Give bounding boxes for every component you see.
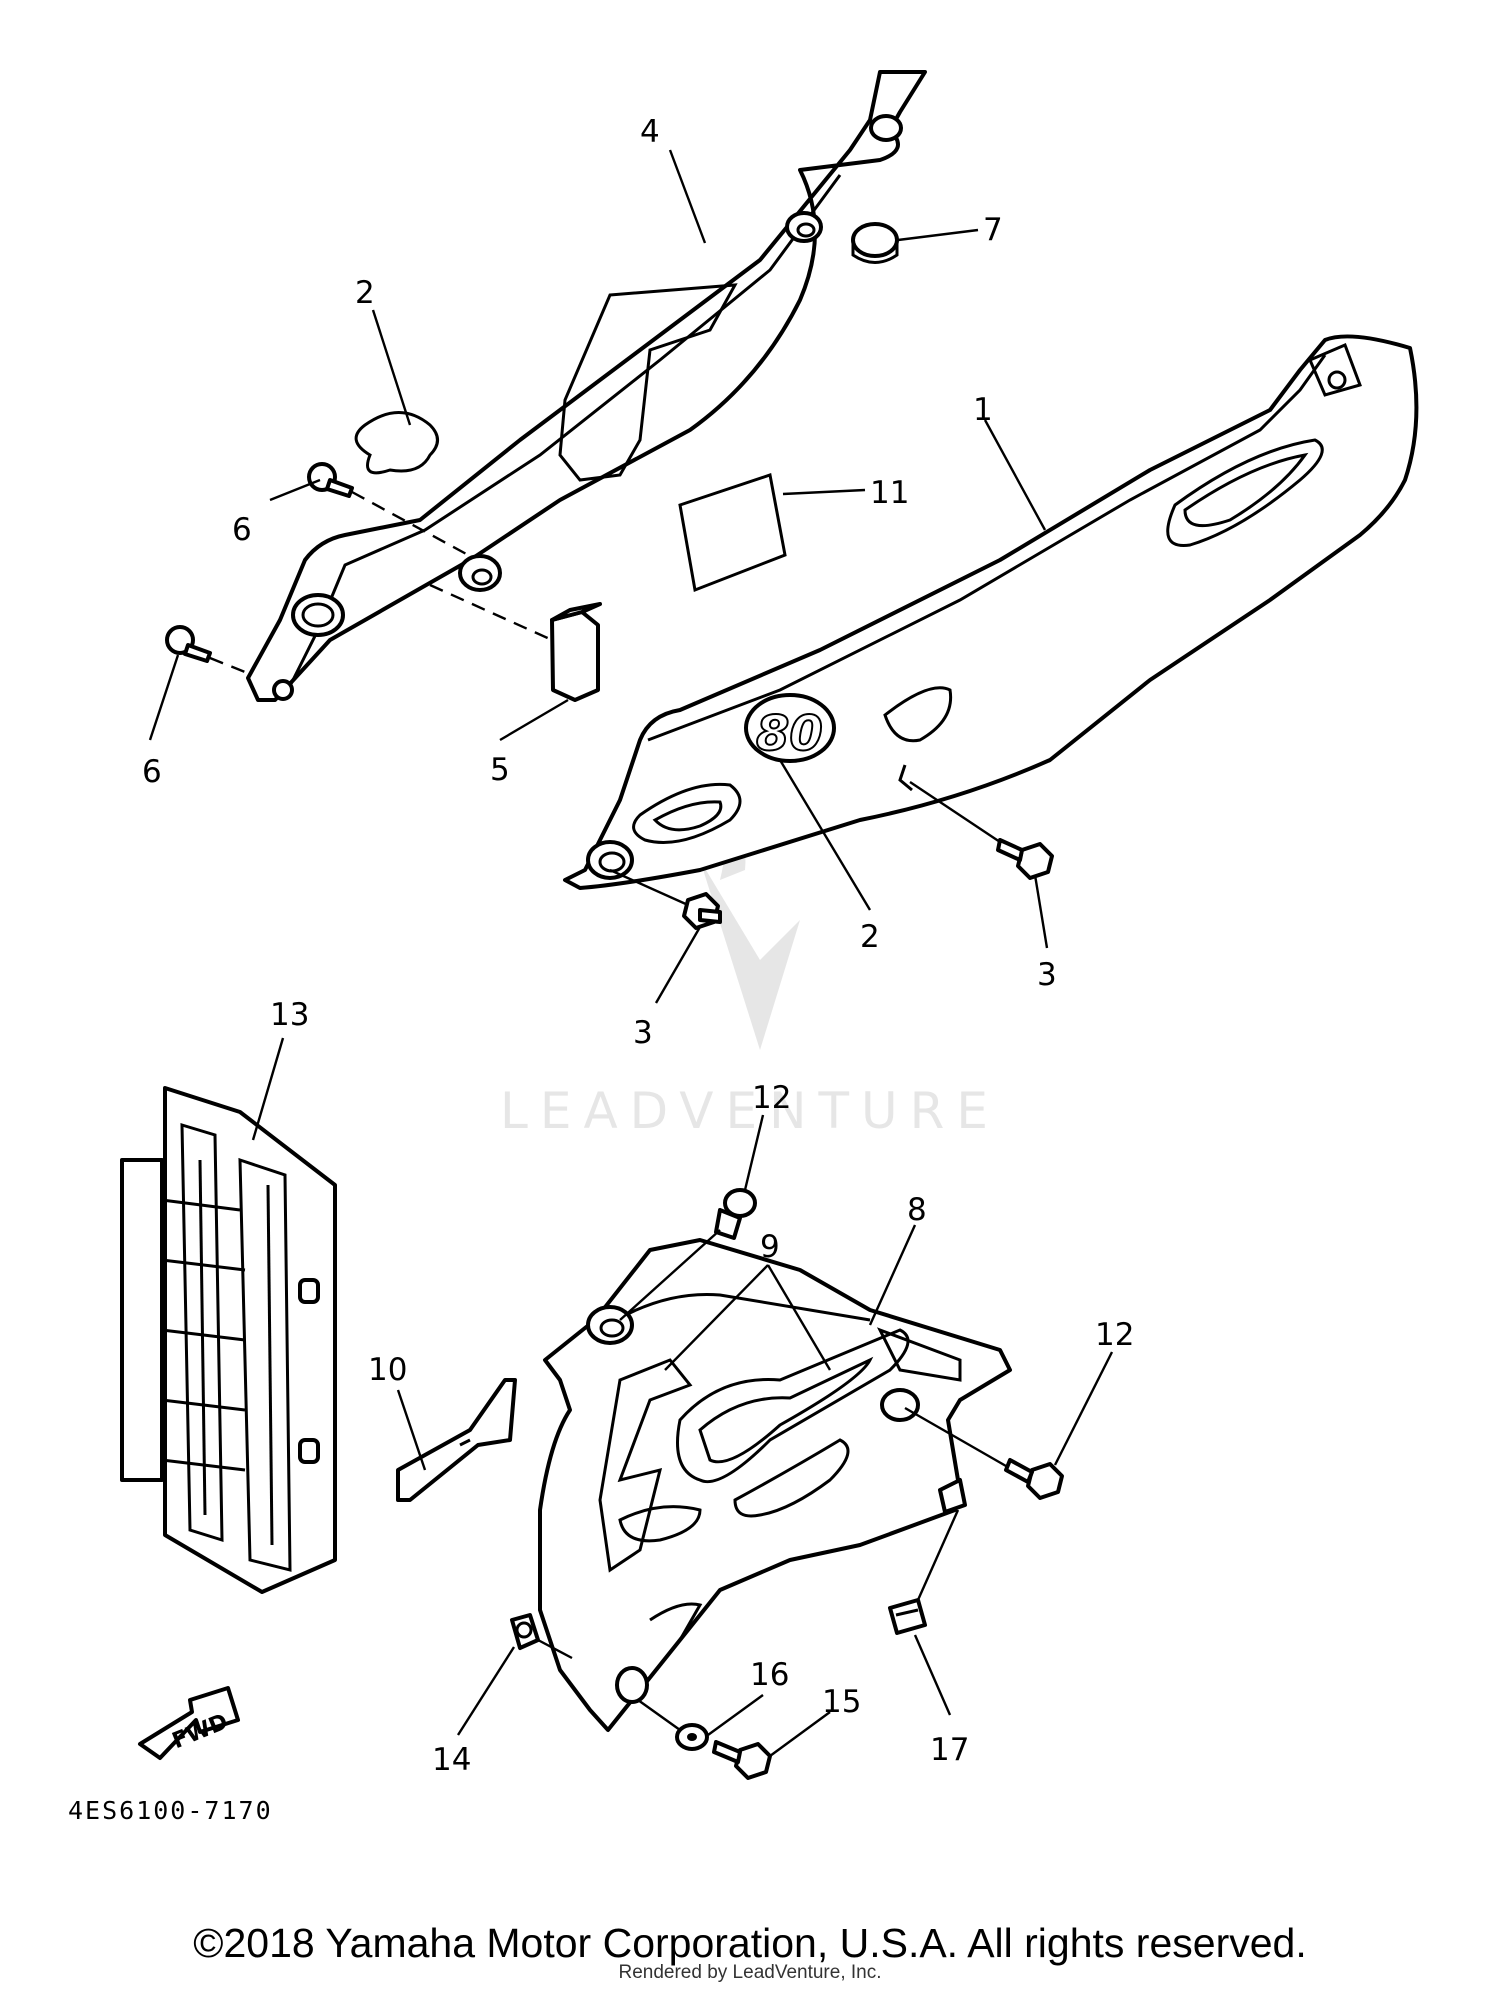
callout-5: 5 (490, 752, 510, 788)
copyright-notice: ©2018 Yamaha Motor Corporation, U.S.A. A… (193, 1920, 1307, 1966)
callout-6-upper: 6 (232, 512, 252, 548)
assembly-line-5 (429, 583, 553, 642)
part-6-bolt-upper[interactable] (307, 462, 354, 498)
callout-11: 11 (870, 475, 909, 511)
part-13-bolt[interactable] (712, 1740, 772, 1780)
assembly-line-12-top (619, 1229, 721, 1321)
assembly-line-6-lower (209, 656, 246, 674)
callout-16: 17 (930, 1732, 969, 1768)
callout-3-right: 3 (1037, 957, 1057, 993)
callout-8: 8 (907, 1192, 927, 1228)
callout-14: 16 (750, 1657, 789, 1693)
rendered-by-notice: Rendered by LeadVenture, Inc. (618, 1962, 882, 1983)
part-12-bolt-top[interactable] (714, 1188, 757, 1240)
callout-12-top: 12 (752, 1080, 791, 1116)
part-8-radiator-shroud[interactable] (538, 1238, 1012, 1732)
assembly-line-13 (637, 1699, 681, 1731)
assembly-line-17 (537, 1638, 573, 1660)
fwd-arrow-icon: FWD (138, 1686, 240, 1760)
callout-3-left: 3 (633, 1015, 653, 1051)
part-11-label[interactable] (678, 473, 787, 593)
callout-17: 14 (432, 1742, 471, 1778)
callout-4: 4 (640, 114, 660, 150)
part-6-bolt-lower[interactable] (165, 625, 212, 663)
callout-13: 15 (822, 1684, 861, 1720)
callout-1: 1 (973, 392, 993, 428)
assembly-line-3-right (909, 781, 1001, 843)
assembly-line-3-left (609, 868, 689, 907)
part-16-nut-clip[interactable] (888, 1598, 927, 1635)
callout-6-lower: 6 (142, 754, 162, 790)
part-2-decal-lower[interactable]: 80 (744, 693, 836, 763)
leadventure-watermark: LEADVENTURE (500, 785, 1000, 1140)
callout-12-right: 12 (1095, 1317, 1134, 1353)
part-14-washer[interactable] (675, 1723, 709, 1751)
leader-lines (148, 149, 1114, 1757)
watermark-text: LEADVENTURE (500, 1082, 1000, 1140)
part-5-damper[interactable] (550, 602, 602, 702)
callout-2-lower: 2 (860, 919, 880, 955)
assembly-line-12-right (904, 1406, 1007, 1468)
part-3-bolt-right[interactable] (996, 838, 1054, 880)
part-7-grommet[interactable] (851, 222, 899, 264)
part-12-bolt-right[interactable] (1004, 1458, 1064, 1500)
part-17-clip[interactable] (510, 1613, 540, 1650)
part-10-bracket[interactable] (396, 1378, 517, 1502)
callout-10: 10 (368, 1352, 407, 1388)
callout-15: 13 (270, 997, 309, 1033)
diagram-code: 4ES6100-7170 (68, 1796, 273, 1825)
callout-7: 7 (983, 212, 1003, 248)
part-3-bolt-left[interactable] (682, 892, 722, 930)
svg-text:80: 80 (756, 706, 823, 762)
callout-labels: 4 7 2 6 6 5 11 1 2 3 3 13 12 8 9 10 12 1… (142, 114, 1134, 1778)
part-4-side-plate[interactable] (246, 70, 927, 702)
part-15-radiator-guard[interactable] (120, 1086, 337, 1594)
callout-2-upper: 2 (355, 275, 375, 311)
callout-9: 9 (760, 1229, 780, 1265)
part-2-decal-upper[interactable] (354, 411, 439, 475)
